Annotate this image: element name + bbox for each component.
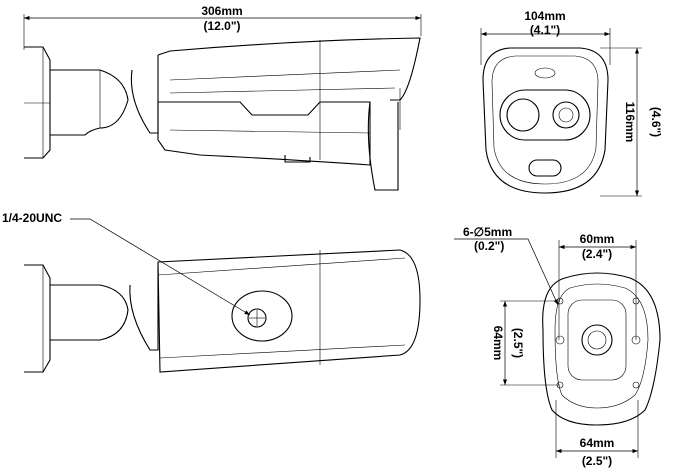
height-mm: 116mm (623, 102, 637, 143)
top-width-in: (2.4") (582, 247, 612, 261)
mounting-holes (555, 297, 641, 389)
front-view: 104mm (4.1") 116mm (4.6") (480, 9, 663, 197)
width-in: (4.1") (530, 23, 560, 37)
length-mm: 306mm (201, 4, 242, 18)
height-in: (4.6") (649, 107, 663, 137)
top-width-mm: 60mm (580, 232, 615, 246)
thread-label: 1/4-20UNC (2, 211, 62, 225)
hole-mm: 6-∅5mm (463, 225, 512, 239)
height-mm: 64mm (491, 326, 505, 361)
hole-in: (0.2") (474, 239, 504, 253)
bottom-width-in: (2.5") (582, 454, 612, 468)
mount-view: 6-∅5mm (0.2") 60mm (2.4") 64mm (2.5") 64… (454, 225, 661, 468)
side-view: 306mm (12.0") (23, 4, 422, 191)
bottom-view: 1/4-20UNC (2, 211, 421, 373)
length-in: (12.0") (203, 19, 240, 33)
bottom-width-mm: 64mm (580, 436, 615, 450)
height-in: (2.5") (511, 328, 525, 358)
width-mm: 104mm (524, 9, 565, 23)
